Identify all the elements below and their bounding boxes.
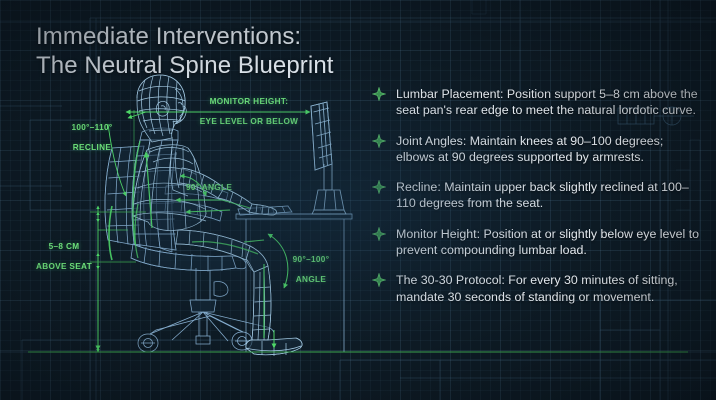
diamond-star-icon bbox=[372, 226, 386, 241]
annotation-lumbar-line1: 5–8 CM bbox=[48, 242, 80, 251]
list-item-text: Lumbar Placement: Position support 5–8 c… bbox=[396, 87, 698, 118]
list-item-text: Monitor Height: Position at or slightly … bbox=[396, 226, 700, 258]
diamond-star-icon bbox=[372, 133, 386, 148]
annotation-knee-line2: ANGLE bbox=[295, 275, 327, 284]
list-item: Joint Angles: Maintain knees at 90–100 d… bbox=[370, 133, 700, 166]
annotation-label-recline: 100°–110° RECLINE bbox=[52, 113, 132, 163]
recommendations-list: Lumbar Placement: Position support 5–8 c… bbox=[370, 86, 700, 305]
monitor-wireframe bbox=[310, 101, 347, 215]
annotation-monitor-line2: EYE LEVEL OR BELOW bbox=[199, 117, 299, 126]
list-item-text: Joint Angles: Maintain knees at 90–100 d… bbox=[396, 133, 664, 164]
annotation-lumbar-line2: ABOVE SEAT bbox=[35, 262, 93, 271]
annotation-label-knee-angle: 90°–100° ANGLE bbox=[278, 245, 344, 295]
annotation-recline-line1: 100°–110° bbox=[71, 123, 113, 132]
list-item: Lumbar Placement: Position support 5–8 c… bbox=[370, 86, 700, 119]
annotation-elbow-line1: 90° ANGLE bbox=[186, 183, 233, 192]
diamond-star-icon bbox=[372, 180, 386, 195]
list-item: Recline: Maintain upper back slightly re… bbox=[370, 179, 700, 212]
annotation-recline-line2: RECLINE bbox=[72, 143, 112, 152]
diamond-star-icon bbox=[372, 87, 386, 101]
diamond-star-icon bbox=[372, 273, 386, 288]
annotation-monitor-line1: MONITOR HEIGHT: bbox=[209, 97, 289, 106]
annotation-label-monitor-height: MONITOR HEIGHT: EYE LEVEL OR BELOW bbox=[186, 87, 312, 137]
list-item: Monitor Height: Position at or slightly … bbox=[370, 226, 700, 259]
annotation-label-elbow-angle: 90° ANGLE bbox=[186, 173, 252, 203]
page-title: Immediate Interventions: The Neutral Spi… bbox=[36, 23, 334, 79]
list-item-text: The 30-30 Protocol: For every 30 minutes… bbox=[396, 273, 678, 304]
annotation-label-lumbar-height: 5–8 CM ABOVE SEAT bbox=[28, 232, 100, 282]
list-item-text: Recline: Maintain upper back slightly re… bbox=[396, 180, 689, 211]
annotation-knee-line1: 90°–100° bbox=[292, 255, 330, 264]
list-item: The 30-30 Protocol: For every 30 minutes… bbox=[370, 272, 700, 305]
